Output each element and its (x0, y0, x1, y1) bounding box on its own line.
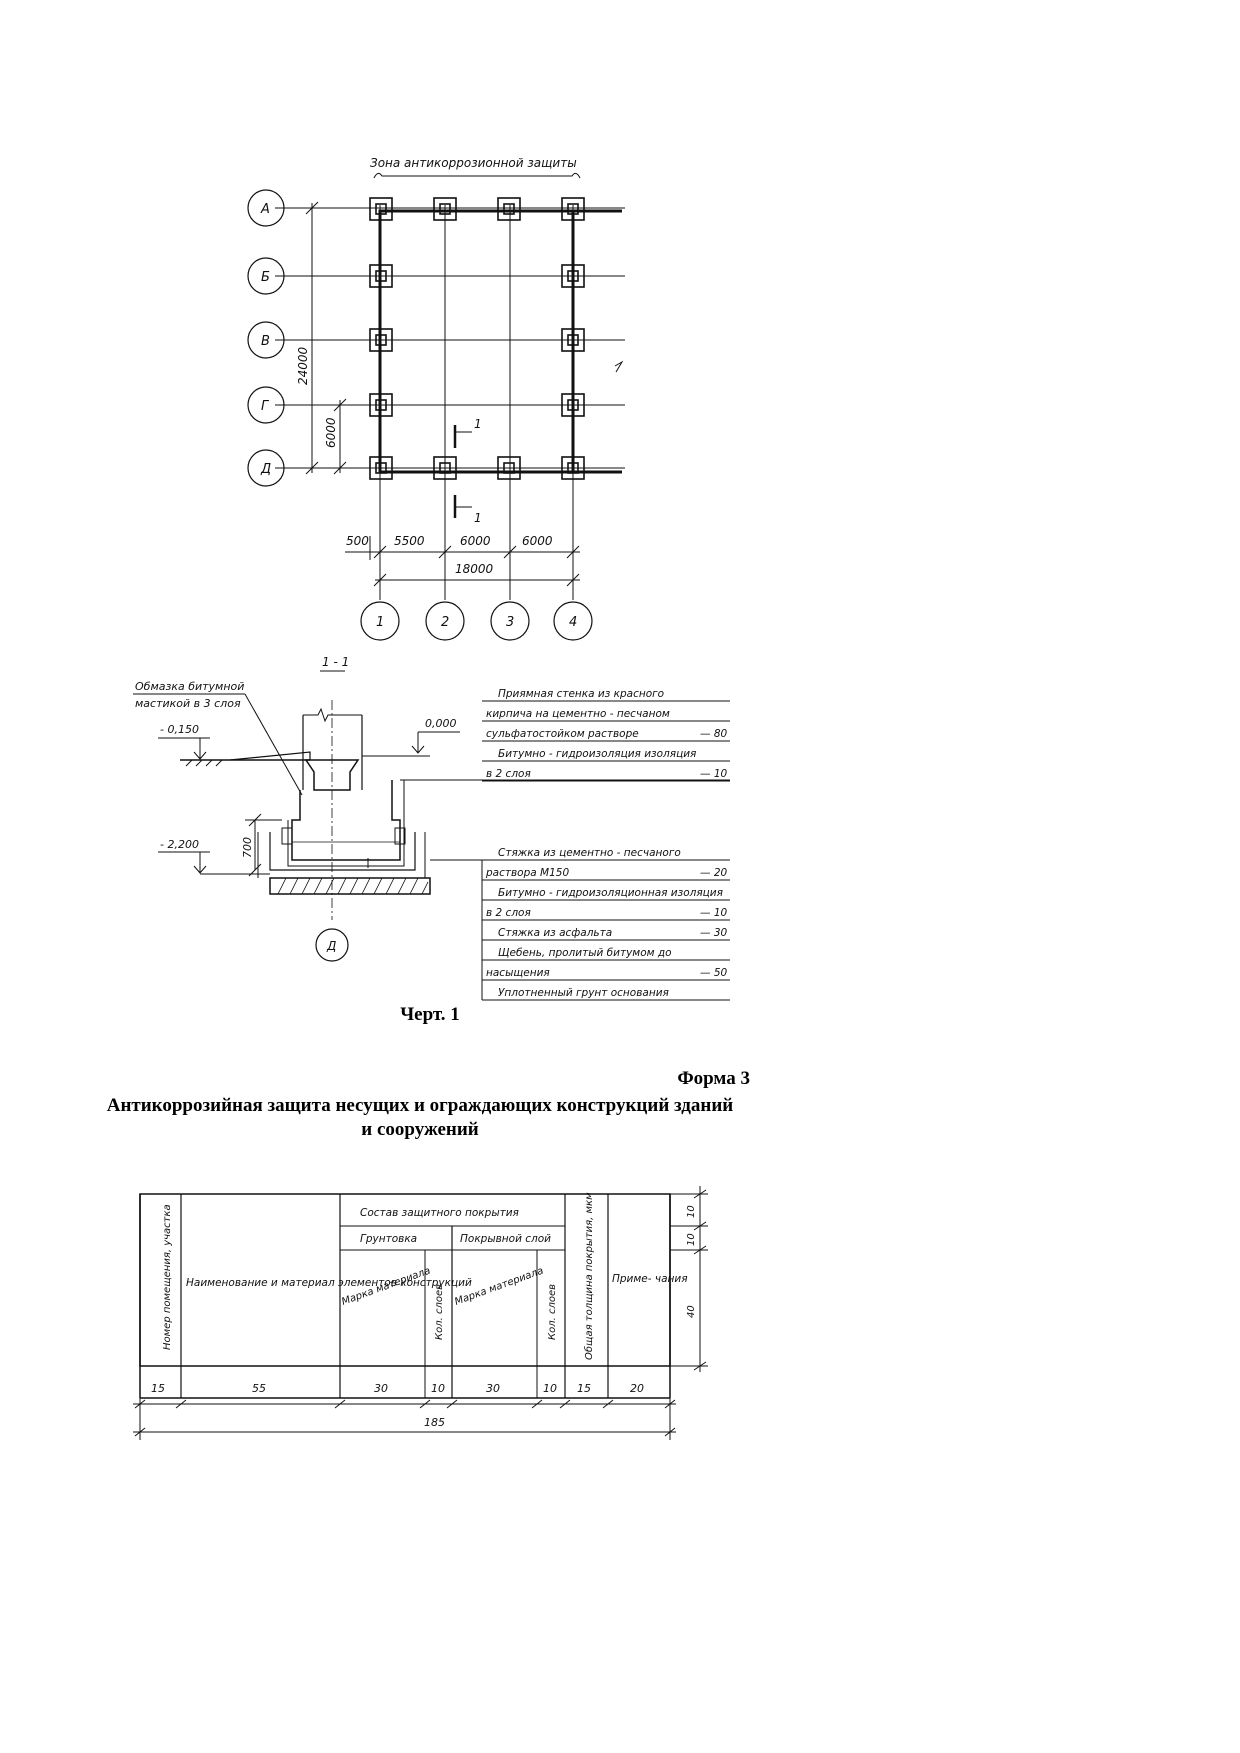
col-notes: Приме- чания (612, 1273, 688, 1285)
sub-topcoat: Покрывной слой (460, 1233, 551, 1245)
column-footings (369, 197, 585, 480)
width-topcoat-layers: 10 (543, 1382, 557, 1395)
wall-layer-text-1: кирпича на цементно - песчаном (486, 708, 670, 720)
floor-layer-text-5: Щебень, пролитый битумом до (498, 947, 672, 959)
width-thickness: 15 (577, 1382, 591, 1395)
dim-span-2: 5500 (394, 534, 425, 548)
row-axis-b: Б (261, 270, 270, 285)
width-notes: 20 (630, 1382, 644, 1395)
floor-layer-text-2: Битумно - гидроизоляционная изоляция (498, 887, 723, 899)
wall-layer-text-2: сульфатостойком растворе (486, 728, 639, 740)
floor-layer-text-0: Стяжка из цементно - песчаного (498, 847, 681, 859)
row-axis-d: Д (260, 462, 271, 477)
wall-layers-legend: Приямная стенка из красного кирпича на ц… (482, 688, 730, 782)
section-1-1: 1 - 1 Обмазка битумной мастикой в 3 слоя… (133, 655, 730, 1001)
coating-note-line1: Обмазка битумной (135, 680, 244, 693)
row-axis-g: Г (261, 399, 270, 414)
row-axis-bubbles (247, 189, 285, 487)
sub-primer: Грунтовка (360, 1233, 417, 1245)
row-height-3: 40 (686, 1305, 697, 1318)
dim-span-1: 500 (346, 534, 369, 548)
floor-layer-value-6: — 50 (700, 967, 728, 979)
level-zero: 0,000 (425, 717, 457, 730)
row-height-1: 10 (686, 1205, 697, 1218)
total-width: 185 (424, 1416, 445, 1429)
row-height-2: 10 (686, 1233, 697, 1246)
width-topcoat-mark: 30 (486, 1382, 500, 1395)
dim-700: 700 (241, 837, 254, 858)
dim-span-4: 6000 (522, 534, 553, 548)
form-label: Форма 3 (677, 1068, 750, 1089)
col-axis-4: 4 (569, 615, 577, 630)
floor-layer-value-1: — 20 (700, 867, 728, 879)
col-layers-topcoat: Кол. слоев (547, 1284, 558, 1340)
dim-span-3: 6000 (460, 534, 491, 548)
figure-caption: Черт. 1 (400, 1004, 460, 1025)
wall-layer-text-3: Битумно - гидроизоляция изоляция (498, 748, 696, 760)
col-axis-2: 2 (441, 615, 449, 630)
dim-total-width: 18000 (455, 562, 494, 576)
coating-note-line2: мастикой в 3 слоя (135, 697, 241, 710)
foundation-plan: Зона антикоррозионной защиты (247, 156, 625, 641)
width-primer-layers: 10 (431, 1382, 445, 1395)
floor-layer-text-3: в 2 слоя (486, 907, 531, 919)
floor-layers-legend: Стяжка из цементно - песчаного раствора … (481, 847, 730, 1001)
floor-layer-text-4: Стяжка из асфальта (498, 927, 612, 939)
wall-layer-text-0: Приямная стенка из красного (498, 688, 664, 700)
width-name: 55 (252, 1382, 266, 1395)
dim-bay-height: 6000 (324, 417, 338, 448)
col-layers-primer: Кол. слоев (434, 1284, 445, 1340)
width-room: 15 (151, 1382, 165, 1395)
floor-layer-text-1: раствора М150 (485, 867, 569, 879)
col-thickness: Общая толщина покрытия, мкм (583, 1192, 595, 1360)
row-axis-a: А (260, 202, 270, 217)
section-marker-bottom: 1 (474, 511, 482, 525)
col-room: Номер помещения, участка (162, 1204, 173, 1350)
col-axis-3: 3 (506, 615, 514, 630)
floor-layer-value-4: — 30 (700, 927, 728, 939)
section-axis-label: Д (326, 939, 336, 953)
row-axis-v: В (261, 334, 270, 349)
form-table: Номер помещения, участка Наименование и … (133, 1186, 708, 1440)
wall-layer-value-4: — 10 (700, 768, 728, 780)
level-base: - 2,200 (160, 838, 199, 851)
form-title: Антикоррозийная защита несущих и огражда… (106, 1095, 734, 1140)
zone-label: Зона антикоррозионной защиты (370, 156, 577, 170)
floor-layer-value-3: — 10 (700, 907, 728, 919)
dim-total-height: 24000 (296, 346, 310, 385)
wall-layer-value-2: — 80 (700, 728, 728, 740)
width-primer-mark: 30 (374, 1382, 388, 1395)
section-marker-top: 1 (474, 417, 482, 431)
col-axis-1: 1 (376, 615, 384, 630)
wall-layer-text-4: в 2 слоя (486, 768, 531, 780)
level-ground: - 0,150 (160, 723, 199, 736)
section-title: 1 - 1 (322, 655, 349, 669)
floor-layer-text-6: насыщения (486, 967, 550, 979)
col-axis-bubbles (360, 601, 593, 641)
col-name: Наименование и материал элементов констр… (186, 1277, 472, 1289)
group-coating: Состав защитного покрытия (360, 1207, 519, 1219)
floor-layer-text-7: Уплотненный грунт основания (498, 987, 669, 999)
